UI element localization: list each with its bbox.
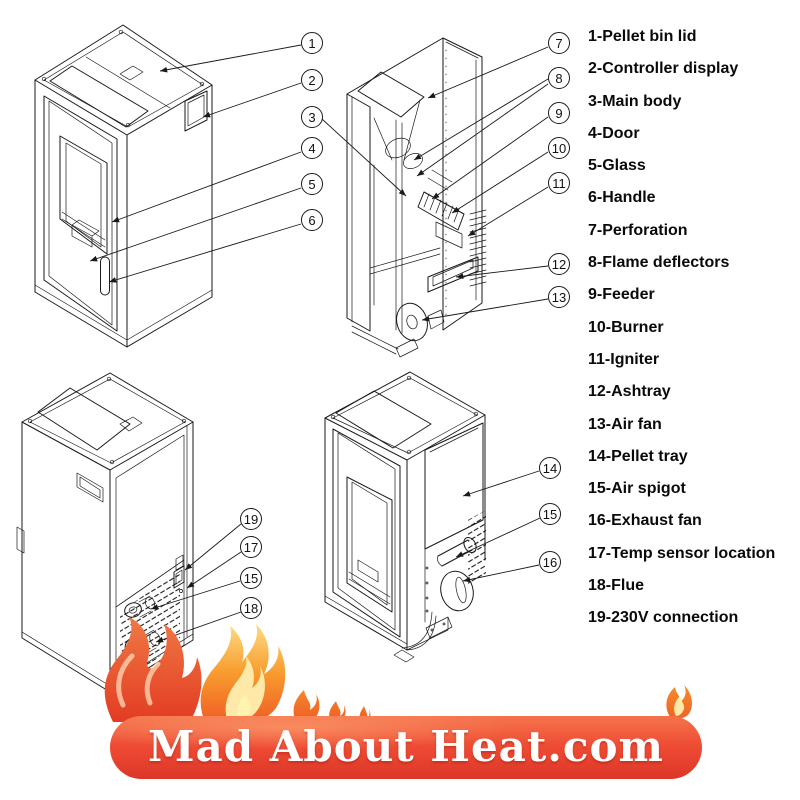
site-banner: Mad About Heat.com [110,716,702,779]
callout-13: 13 [548,286,570,308]
site-name: Mad About Heat.com [148,722,664,771]
side-cutaway-drawing [324,371,486,663]
callout-15-rear: 15 [240,567,262,589]
legend-item: 15-Air spigot [588,480,686,498]
legend-item: 18-Flue [588,577,645,595]
callout-6: 6 [301,209,323,231]
callout-15-side: 15 [539,503,561,525]
exhaust-fan-icon [440,570,474,612]
legend-item: 19-230V connection [588,609,739,627]
legend-item: 16-Exhaust fan [588,512,702,530]
leader-lines [89,44,549,643]
callout-14: 14 [539,457,561,479]
door-glass [59,135,108,255]
legend-item: 7-Perforation [588,221,688,239]
legend-item: 3-Main body [588,92,682,110]
burner-pot [435,221,463,249]
parts-legend: 1-Pellet bin lid 2-Controller display 3-… [588,21,775,635]
legend-item: 10-Burner [588,318,664,336]
feeder-auger [417,169,465,231]
flame-cluster-left [104,617,371,722]
callout-3: 3 [301,106,323,128]
legend-item: 6-Handle [588,189,656,207]
legend-item: 2-Controller display [588,60,739,78]
legend-item: 13-Air fan [588,415,662,433]
legend-item: 14-Pellet tray [588,447,688,465]
air-spigot-icon [437,536,477,567]
callout-10: 10 [548,137,570,159]
cutaway-view-drawing [346,37,487,358]
flame-right [666,685,692,718]
callout-2: 2 [301,69,323,91]
legend-item: 12-Ashtray [588,383,671,401]
callout-16: 16 [539,551,561,573]
callout-12: 12 [548,253,570,275]
legend-item: 1-Pellet bin lid [588,28,697,45]
callout-4: 4 [301,137,323,159]
power-connection-icon [173,554,185,589]
legend-item: 8-Flame deflectors [588,254,730,272]
air-fan-icon [396,302,445,342]
legend-item: 4-Door [588,124,640,142]
callout-11: 11 [548,172,570,194]
temp-sensor-hole [179,589,183,593]
front-view-drawing [34,24,213,348]
door [43,95,118,332]
callout-7: 7 [548,32,570,54]
callout-18: 18 [240,597,262,619]
legend-item: 17-Temp sensor location [588,544,776,562]
top-grille [49,65,149,128]
door-handle [100,256,110,296]
ashtray [427,256,479,293]
top-grille [357,71,425,118]
callout-8: 8 [548,67,570,89]
legend-item: 9-Feeder [588,286,655,304]
callout-17: 17 [240,536,262,558]
side-vent-slots [468,510,486,588]
legend-item: 5-Glass [588,157,646,175]
callout-19: 19 [240,508,262,530]
legend-item: 11-Igniter [588,350,660,368]
door-glass [346,476,393,613]
callout-9: 9 [548,102,570,124]
callout-1: 1 [301,32,323,54]
callout-5: 5 [301,173,323,195]
top-grille [335,390,432,449]
top-grille [37,387,131,451]
controller-display [184,90,208,132]
